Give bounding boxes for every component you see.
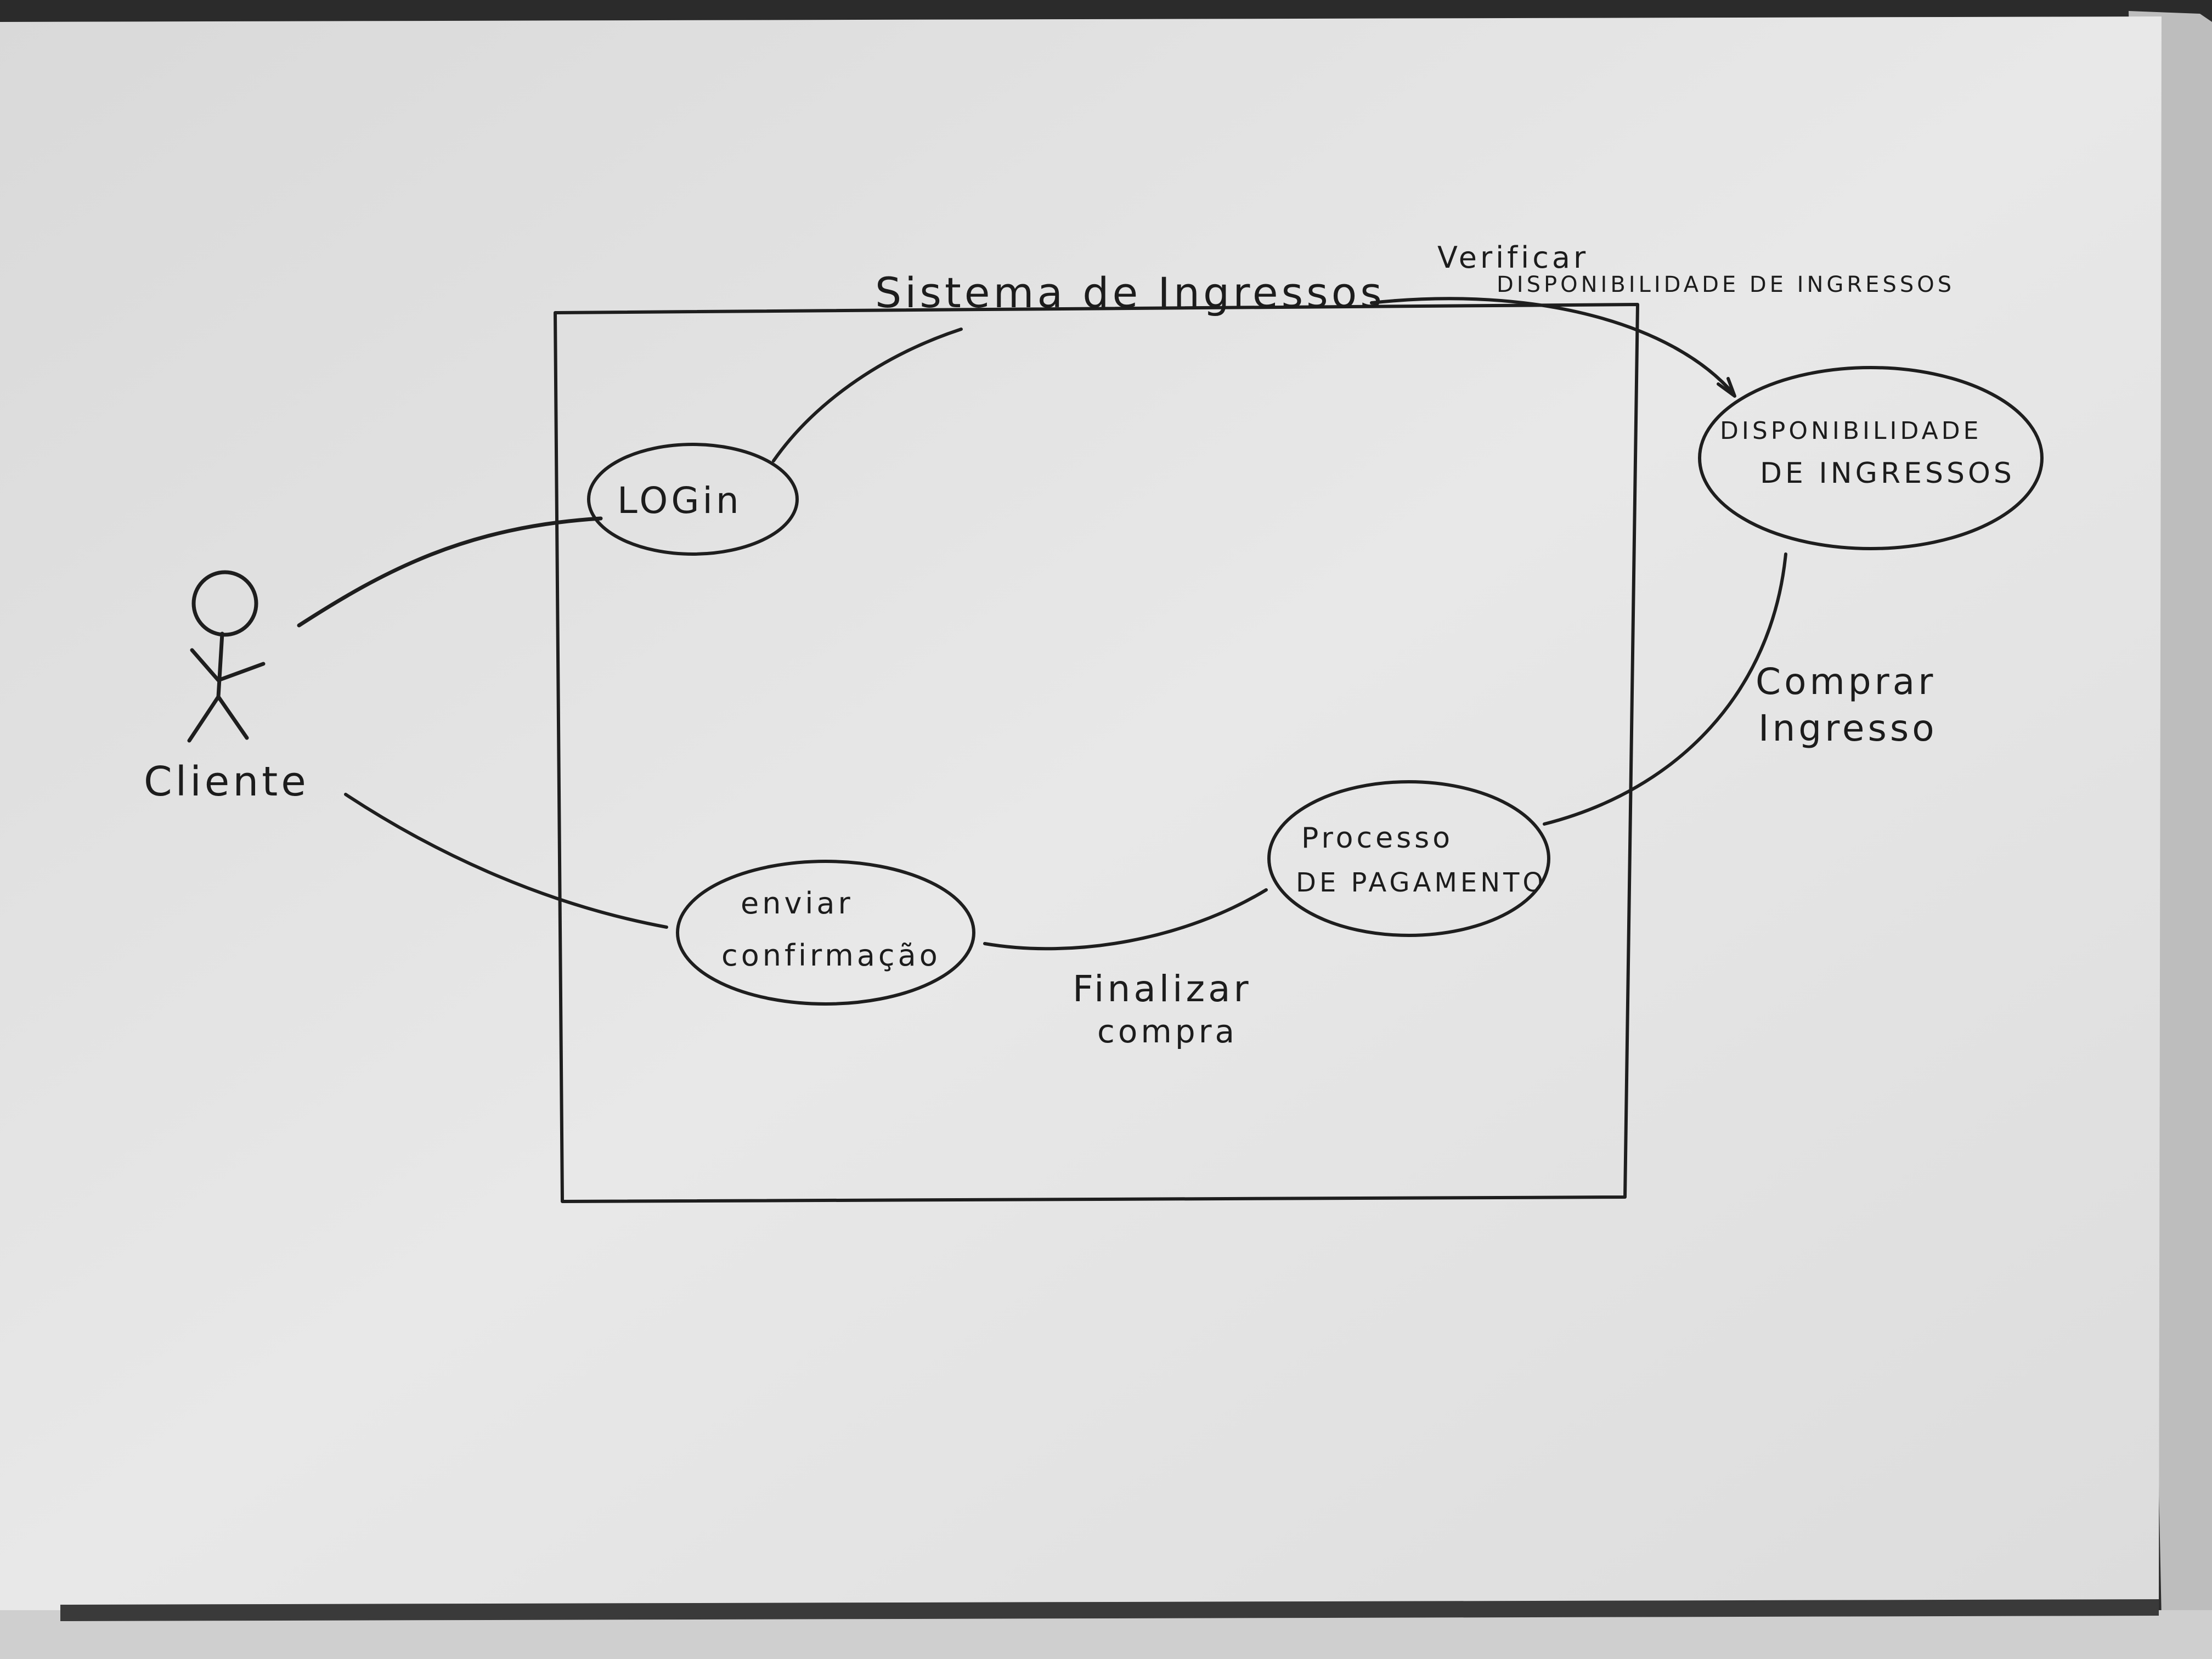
actor-body xyxy=(216,631,224,699)
actor-legs xyxy=(187,695,249,743)
actor-arms xyxy=(190,648,266,682)
system-boundary xyxy=(554,303,1639,1203)
usecase-confirmacao-line1: enviar xyxy=(741,886,854,921)
relation-comprar-line2: Ingresso xyxy=(1758,707,1938,749)
usecase-pagamento-line2: DE PAGAMENTO xyxy=(1296,867,1547,898)
edge-comprar xyxy=(1543,552,1787,826)
relation-finalizar-line1: Finalizar xyxy=(1073,968,1252,1010)
relation-comprar: Comprar Ingresso xyxy=(1756,661,1938,749)
edge-finalizar xyxy=(983,888,1268,951)
relation-finalizar-line2: compra xyxy=(1097,1013,1238,1050)
edge-login-top xyxy=(772,328,963,462)
paper-sheet xyxy=(0,16,2162,1613)
usecase-disponibilidade-line1: DISPONIBILIDADE xyxy=(1720,417,1982,445)
relation-finalizar: Finalizar compra xyxy=(1073,968,1252,1050)
usecase-confirmacao-line2: confirmação xyxy=(721,938,941,973)
edge-verificar xyxy=(1370,297,1735,396)
usecase-login: LOGin xyxy=(587,443,799,556)
arrow-head-verificar xyxy=(1717,377,1736,398)
edge-actor-login xyxy=(297,516,603,628)
relation-comprar-line1: Comprar xyxy=(1756,661,1936,703)
usecase-disponibilidade: DISPONIBILIDADE DE INGRESSOS xyxy=(1698,366,2044,550)
relation-verificar-line1: Verificar xyxy=(1437,240,1589,275)
actor-cliente: Cliente xyxy=(144,570,309,805)
actor-label: Cliente xyxy=(144,758,309,805)
usecase-login-ellipse xyxy=(587,443,799,556)
actor-head xyxy=(191,570,258,637)
usecase-login-label: LOGin xyxy=(617,479,742,522)
paper-bottom-shadow xyxy=(60,1599,2159,1621)
relation-verificar-line2: DISPONIBILIDADE DE INGRESSOS xyxy=(1497,272,1955,297)
relation-verificar: Verificar DISPONIBILIDADE DE INGRESSOS xyxy=(1437,240,1955,297)
system-title: Sistema de Ingressos xyxy=(875,268,1385,317)
edge-actor-confirmacao xyxy=(344,793,668,929)
usecase-disponibilidade-ellipse xyxy=(1698,366,2044,550)
usecase-pagamento-line1: Processo xyxy=(1301,822,1453,855)
usecase-pagamento-ellipse xyxy=(1267,780,1550,937)
usecase-confirmacao: enviar confirmação xyxy=(676,860,975,1006)
usecase-disponibilidade-line2: DE INGRESSOS xyxy=(1760,457,2015,490)
usecase-confirmacao-ellipse xyxy=(676,860,975,1006)
usecase-pagamento: Processo DE PAGAMENTO xyxy=(1267,780,1550,937)
